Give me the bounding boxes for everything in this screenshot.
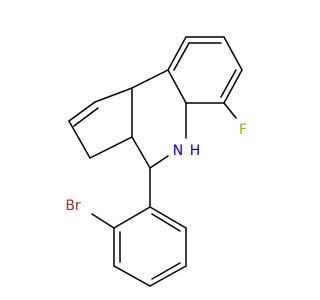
molecule-structure: F N H Br (65, 36, 247, 287)
bond-c-f (223, 102, 237, 119)
bond (149, 155, 169, 169)
bond (149, 265, 187, 287)
bond (151, 262, 181, 280)
bond (131, 69, 169, 89)
bond (223, 69, 243, 104)
cyclopentene-ring (68, 87, 133, 159)
bond (223, 36, 243, 71)
bond (113, 206, 151, 229)
fluorobenzene-ring (167, 36, 243, 104)
hydrogen-label: H (190, 143, 201, 159)
bond-c-br (91, 213, 115, 229)
bond (149, 206, 187, 229)
fluorine-label: F (239, 122, 247, 138)
nitrogen-label: N (173, 143, 183, 159)
bond (68, 101, 96, 122)
tetrahydroquinoline-ring (131, 69, 187, 169)
bond (89, 136, 133, 159)
bond (113, 265, 151, 287)
bromine-label: Br (65, 198, 81, 214)
bond (167, 36, 187, 71)
bond (68, 120, 91, 159)
bond (173, 42, 190, 71)
molecule-canvas: F N H Br (65, 36, 248, 287)
bromophenyl-ring (113, 206, 187, 287)
bond (94, 87, 133, 103)
bond (131, 136, 151, 169)
bond (220, 69, 237, 98)
bond (73, 107, 99, 127)
bond (167, 69, 187, 104)
bond (151, 213, 181, 232)
